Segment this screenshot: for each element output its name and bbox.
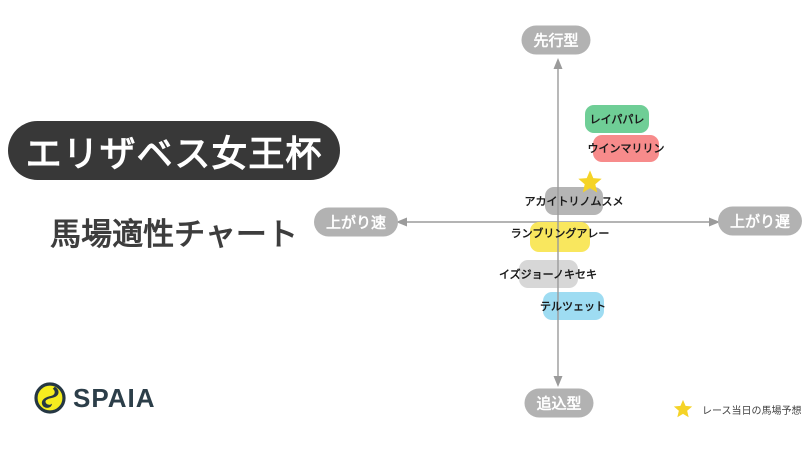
race-title: エリザベス女王杯 bbox=[25, 132, 323, 174]
brand-name: SPAIA bbox=[73, 382, 156, 413]
horse-marker bbox=[530, 222, 590, 252]
up-arrowhead-icon bbox=[553, 58, 563, 69]
horse-marker bbox=[518, 260, 578, 288]
chart-subtitle: 馬場適性チャート bbox=[50, 217, 298, 252]
axis-label-slow-finish: 上がり遅 bbox=[717, 206, 803, 236]
spaia-logo-icon bbox=[34, 382, 66, 414]
legend-label: レース当日の馬場予想 bbox=[702, 405, 802, 417]
horse-marker bbox=[545, 187, 603, 215]
horse-label: ウインマリリン bbox=[587, 143, 665, 155]
axis-label-closer: 追込型 bbox=[524, 388, 594, 418]
horse-marker bbox=[593, 134, 659, 162]
horse-label: テルツェット bbox=[540, 301, 606, 313]
legend-star-icon bbox=[673, 399, 693, 418]
brand-logo: SPAIA bbox=[34, 382, 156, 414]
horse-label: レイパパレ bbox=[589, 114, 645, 126]
horse-marker bbox=[542, 292, 604, 320]
horse-label: ランブリングアレー bbox=[510, 228, 610, 240]
forecast-star-icon bbox=[578, 170, 602, 193]
horse-label: アカイトリノムスメ bbox=[524, 196, 624, 208]
axis-label-fast-finish: 上がり速 bbox=[313, 207, 399, 237]
down-arrowhead-icon bbox=[553, 376, 563, 387]
legend: レース当日の馬場予想 bbox=[672, 398, 802, 420]
axis-label-front-runner: 先行型 bbox=[521, 25, 591, 55]
horse-marker bbox=[585, 105, 649, 133]
horse-label: イズジョーノキセキ bbox=[498, 269, 598, 281]
race-title-pill: エリザベス女王杯 bbox=[8, 121, 340, 180]
